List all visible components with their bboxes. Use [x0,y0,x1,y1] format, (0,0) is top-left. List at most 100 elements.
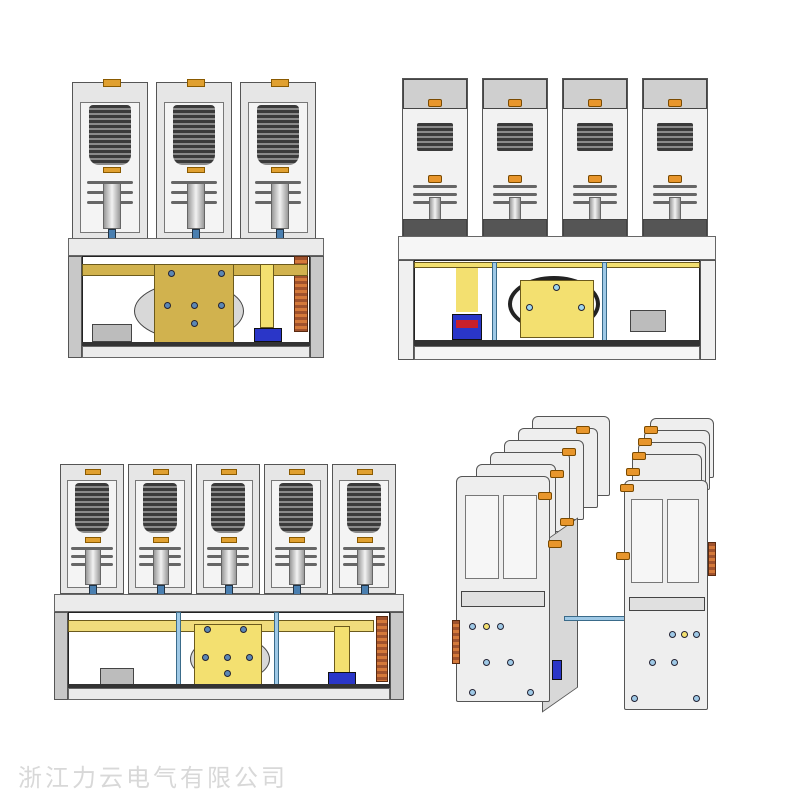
nut [644,426,658,434]
mid-nut [508,175,522,183]
insulator-ring [493,193,537,196]
link-rod [564,616,630,621]
bolt-head [469,623,476,630]
switch-indicator [456,320,478,328]
chassis-floor [82,342,310,346]
stem [271,183,289,229]
bellows [577,123,613,151]
top-bolt [289,469,305,475]
top-bolt [271,79,289,87]
indicator [483,623,490,630]
insulator-ring [171,181,217,184]
pole-2 [128,464,192,595]
stem [187,183,205,229]
nut [620,484,634,492]
panel-window [667,499,699,583]
bellows [346,483,382,533]
bellows [657,123,693,151]
chassis-left-side [398,260,414,360]
panel-top-left [68,74,324,358]
nut [632,452,646,460]
nut [550,470,564,478]
bellows [417,123,453,151]
insulator-ring [653,185,697,188]
mid-bolt [357,537,373,543]
insulator-ring [207,547,249,550]
bolt-head [168,270,175,277]
insulator-ring [139,547,181,550]
insulator-ring [493,185,537,188]
bolt-head [483,659,490,666]
bolt-head [527,689,534,696]
bolt-head [469,689,476,696]
left-unit-front [456,476,550,702]
bellows [497,123,533,151]
bolt-head [669,631,676,638]
stem [85,549,101,585]
panel-window [631,499,663,583]
bolt-head [191,320,198,327]
nut [538,492,552,500]
stem [221,549,237,585]
nut [548,540,562,548]
bellows [89,105,131,165]
nut [560,518,574,526]
mid-bolt [289,537,305,543]
guide-rod-right [274,612,279,688]
chassis-bottom [68,688,390,700]
nut [626,468,640,476]
pole-1 [402,78,468,238]
lever-arm [260,264,274,328]
top-nut [668,99,682,107]
top-bolt [85,469,101,475]
bolt-head [224,670,231,677]
mid-nut [668,175,682,183]
top-bolt [357,469,373,475]
chassis-bottom [82,346,310,358]
insulator-ring [653,193,697,196]
pole-3 [562,78,628,238]
nut [576,426,590,434]
insulator-ring [275,547,317,550]
pole-2 [156,79,232,241]
bolt-head [224,654,231,661]
chassis-right-side [700,260,716,360]
front-band [629,597,705,611]
chassis-right-side [390,612,404,700]
lever-arm [334,626,350,676]
top-nut [588,99,602,107]
chassis-floor [68,684,390,688]
pole-1 [72,79,148,241]
bolt-head [218,302,225,309]
pole-foot [643,219,707,237]
bellows [210,483,246,533]
pole-foot [403,219,467,237]
top-bolt [153,469,169,475]
chassis-bottom [414,346,700,360]
panel-bottom-left [54,460,404,700]
stem [153,549,169,585]
guide-rod-left [176,612,181,688]
chassis-left-side [54,612,68,700]
bolt-head [191,302,198,309]
auxiliary-switch [254,328,282,342]
insulator-ring [255,181,301,184]
top-bolt [187,79,205,87]
pole-3 [196,464,260,595]
panel-top-right [398,78,716,360]
bolt-head [649,659,656,666]
bolt-head [164,302,171,309]
pole-5 [332,464,396,595]
terminal-strip-right [708,542,716,576]
stem [357,549,373,585]
bolt-head [240,626,247,633]
bellows [142,483,178,533]
bellows [173,105,215,165]
mid-bolt [103,167,121,173]
mid-bolt [271,167,289,173]
bellows [74,483,110,533]
relay-module [630,310,666,332]
bolt-head [202,654,209,661]
insulator-ring [87,181,133,184]
